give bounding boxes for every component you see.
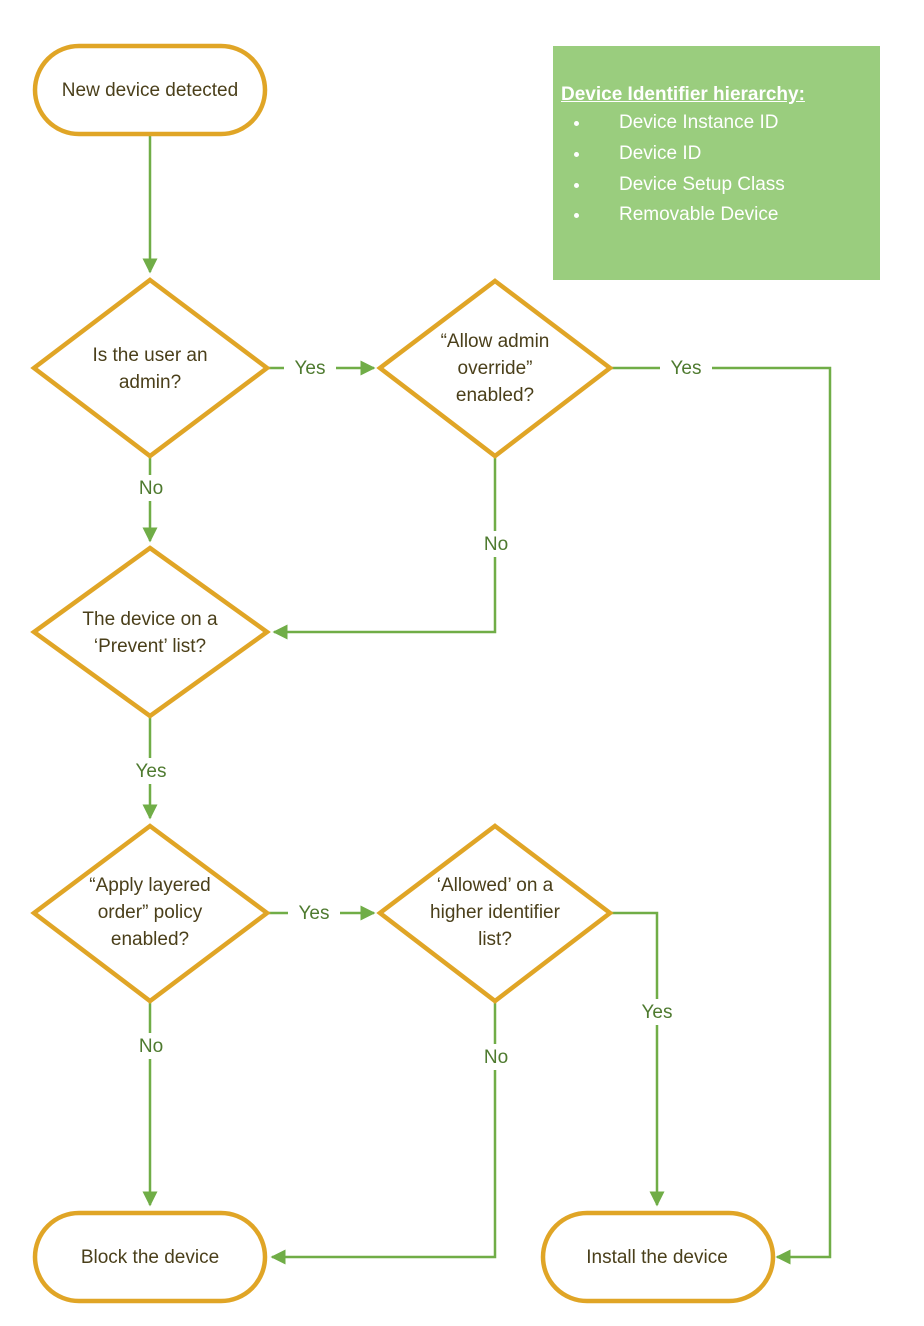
edge-label-d2-yes: Yes — [671, 358, 702, 379]
edge-label-d4-no-backdrop — [129, 1033, 173, 1059]
edge-d2-no-to-d3 — [272, 456, 497, 640]
node-install-the-device-label: Install the device — [586, 1247, 728, 1268]
edge-label-d5-yes: Yes — [642, 1002, 673, 1023]
node-apply-layered-order-label-line-1: “Apply layered — [89, 875, 210, 896]
node-apply-layered-order[interactable] — [30, 823, 271, 1004]
edge-label-d1-no-backdrop — [129, 475, 173, 501]
edge-label-d4-no: No — [139, 1036, 163, 1057]
node-install-the-device[interactable] — [540, 1210, 776, 1304]
node-allow-admin-override-label-line-2: override” — [458, 358, 533, 379]
node-is-user-admin-label-line-1: Is the user an — [92, 345, 207, 366]
node-allow-admin-override[interactable] — [376, 278, 614, 459]
edge-label-d5-no: No — [484, 1047, 508, 1068]
node-allowed-higher-identifier-label-line-3: list? — [478, 929, 512, 950]
edge-label-d4-yes: Yes — [299, 903, 330, 924]
legend-item: Device ID — [591, 139, 880, 170]
node-allow-admin-override-label-line-1: “Allow admin — [441, 331, 550, 352]
node-allowed-higher-identifier-label-line-1: ‘Allowed’ on a — [437, 875, 554, 896]
node-is-user-admin-label-line-2: admin? — [119, 372, 181, 393]
legend-item: Device Setup Class — [591, 170, 880, 201]
legend-device-identifier-hierarchy: Device Identifier hierarchy: Device Inst… — [553, 46, 880, 280]
edge-label-d2-yes-backdrop — [660, 355, 712, 381]
edge-label-d3-yes-backdrop — [126, 758, 176, 784]
node-allow-admin-override-label-line-3: enabled? — [456, 385, 534, 406]
node-is-user-admin[interactable] — [30, 277, 271, 459]
node-block-the-device[interactable] — [32, 1210, 268, 1304]
node-apply-layered-order-label-line-2: order” policy — [98, 902, 203, 923]
node-apply-layered-order-label-line-3: enabled? — [111, 929, 189, 950]
edge-label-d1-yes: Yes — [295, 358, 326, 379]
edge-label-d2-no-backdrop — [474, 531, 518, 557]
node-allowed-higher-identifier[interactable] — [376, 823, 614, 1004]
node-device-on-prevent-list-label-line-2: ‘Prevent’ list? — [94, 636, 206, 657]
node-allowed-higher-identifier-label-line-2: higher identifier — [430, 902, 561, 923]
shape-layer — [30, 43, 776, 1304]
legend-item: Removable Device — [591, 200, 880, 231]
node-start-label: New device detected — [62, 80, 238, 101]
node-device-on-prevent-list[interactable] — [30, 545, 271, 719]
edge-d2-yes-to-install — [610, 366, 832, 1265]
node-start[interactable] — [32, 43, 268, 137]
shape-text-layer: New device detected Is the user an admin… — [62, 80, 728, 1268]
edge-label-d1-yes-backdrop — [284, 355, 336, 381]
legend-item-list: Device Instance ID Device ID Device Setu… — [561, 108, 880, 231]
edge-label-layer: Yes No Yes No Yes Yes No Yes No — [126, 355, 712, 1070]
legend-item: Device Instance ID — [591, 108, 880, 139]
edge-label-d4-yes-backdrop — [288, 900, 340, 926]
edge-label-d1-no: No — [139, 478, 163, 499]
edge-label-d3-yes: Yes — [136, 761, 167, 782]
edge-label-d5-no-backdrop — [474, 1044, 518, 1070]
legend-title: Device Identifier hierarchy: — [561, 84, 805, 105]
edge-d5-no-to-block — [270, 1001, 497, 1265]
edge-label-d5-yes-backdrop — [632, 999, 682, 1025]
node-device-on-prevent-list-label-line-1: The device on a — [82, 609, 218, 630]
node-block-the-device-label: Block the device — [81, 1247, 219, 1268]
edge-label-d2-no: No — [484, 534, 508, 555]
edge-d5-yes-to-install — [610, 911, 665, 1207]
